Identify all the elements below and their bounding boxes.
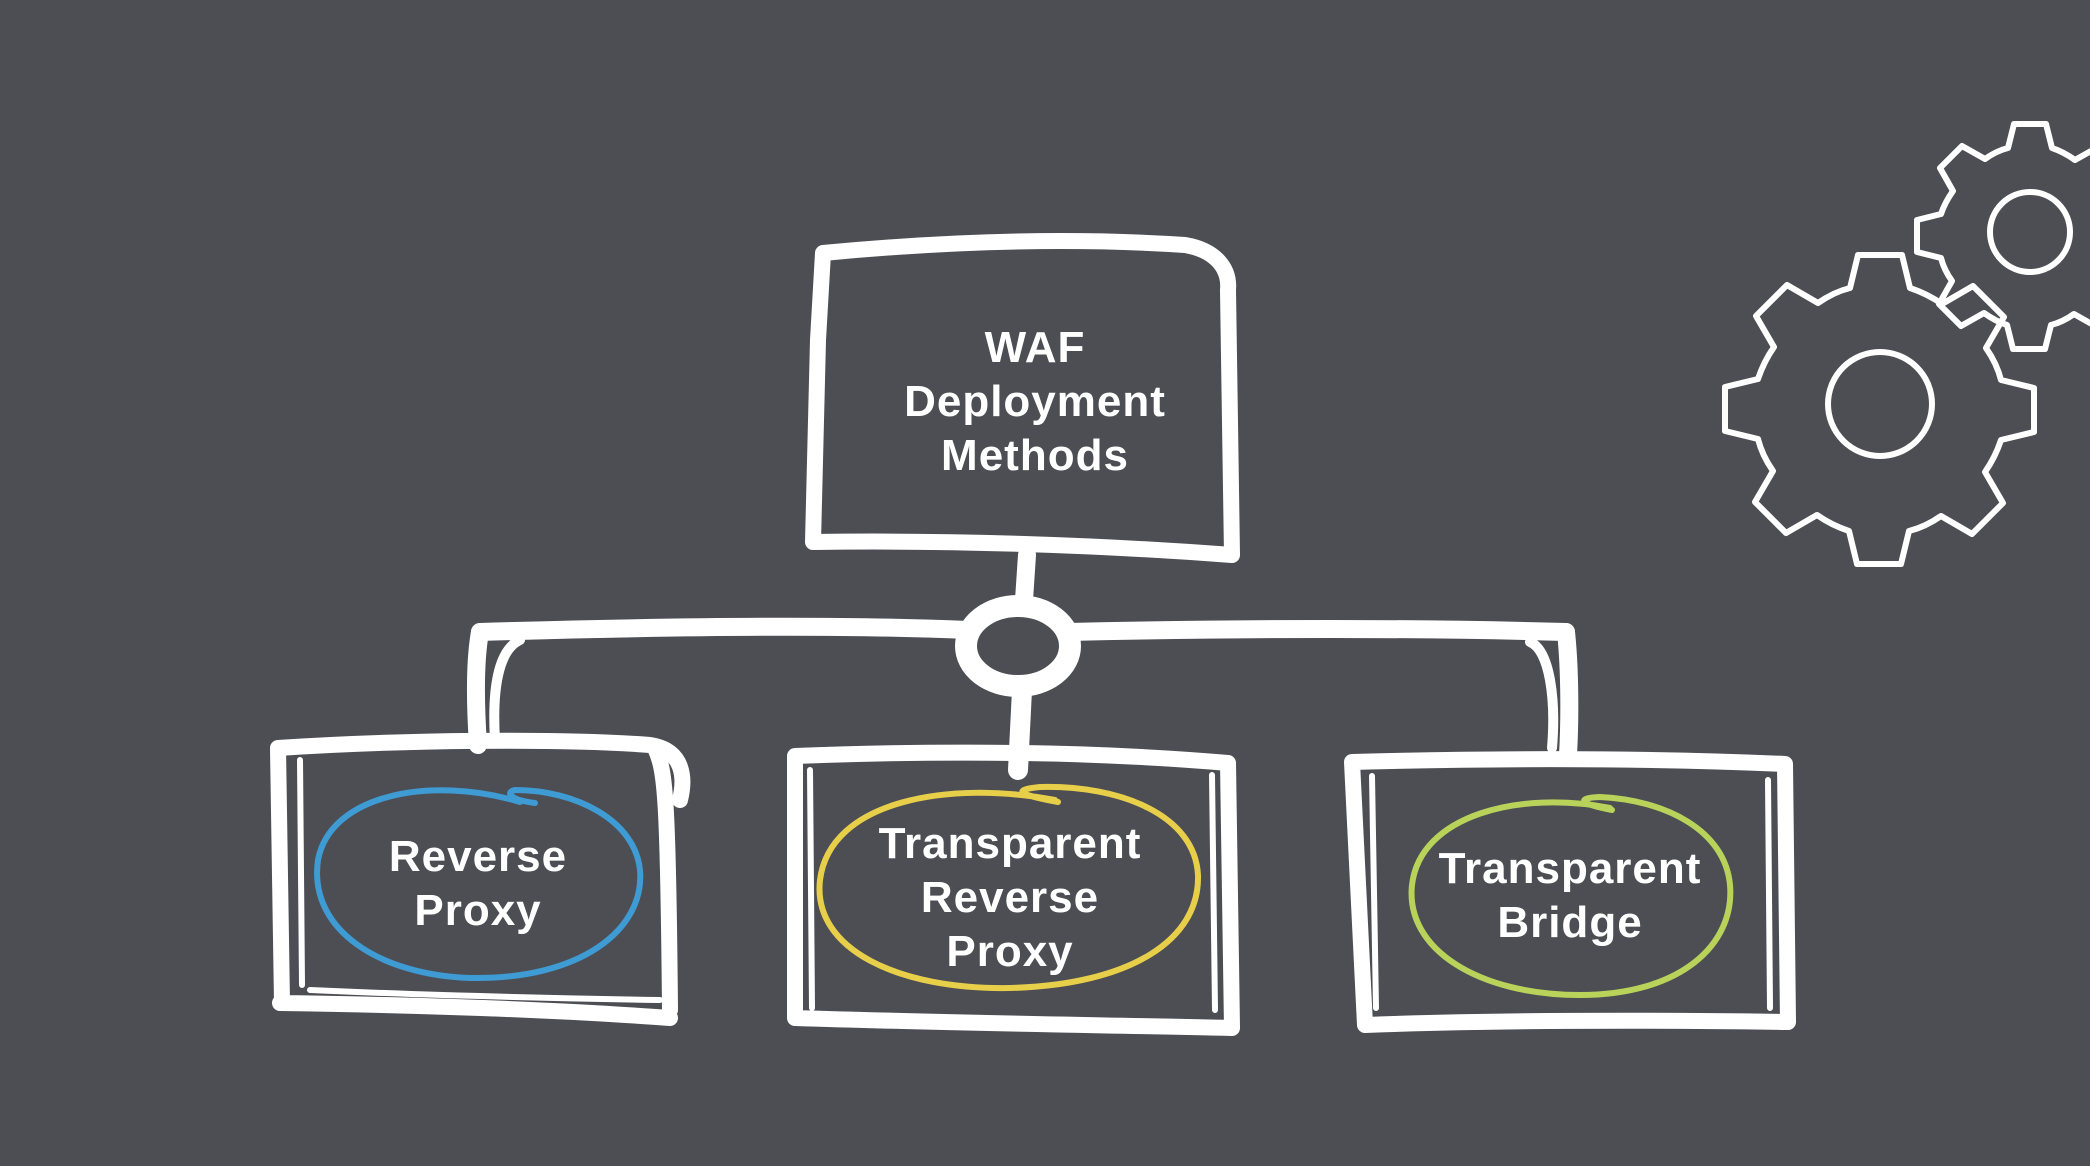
child-box-outline xyxy=(270,732,691,1026)
svg-text:Bridge: Bridge xyxy=(1497,898,1642,947)
child-2-label-line-3: Proxy xyxy=(946,927,1073,976)
root-label-line-2: Deployment xyxy=(904,377,1166,426)
right-branch-down-line xyxy=(1557,623,1579,764)
right-branch-curve xyxy=(1525,637,1559,753)
child-node-reverse-proxy: Reverse Proxy xyxy=(270,732,691,1026)
gears-decoration xyxy=(1722,121,2090,567)
highlight-ring xyxy=(1408,793,1734,999)
svg-text:Reverse: Reverse xyxy=(389,832,567,881)
svg-text:Proxy: Proxy xyxy=(414,886,541,935)
svg-text:Deployment: Deployment xyxy=(904,377,1166,426)
root-to-junction-line xyxy=(1015,546,1036,609)
root-box-outline xyxy=(805,233,1240,563)
svg-text:Proxy: Proxy xyxy=(946,927,1073,976)
connectors xyxy=(466,546,1579,780)
child-node-transparent-reverse-proxy: Transparent Reverse Proxy xyxy=(787,744,1240,1036)
child-node-transparent-bridge: Transparent Bridge xyxy=(1344,751,1796,1033)
child-1-label-line-1: Reverse xyxy=(389,832,567,881)
junction-circle xyxy=(955,595,1081,697)
child-3-label-line-2: Bridge xyxy=(1497,898,1642,947)
svg-text:Methods: Methods xyxy=(941,431,1129,480)
root-node: WAF Deployment Methods xyxy=(805,233,1240,563)
svg-text:Reverse: Reverse xyxy=(921,873,1099,922)
gear-icon xyxy=(1722,252,2037,567)
child-1-label-line-2: Proxy xyxy=(414,886,541,935)
left-branch-down-line xyxy=(466,623,489,754)
horizontal-branch-line xyxy=(471,617,1575,641)
left-branch-curve xyxy=(489,635,525,745)
child-box-outline xyxy=(1344,751,1796,1033)
child-2-label-line-1: Transparent xyxy=(879,819,1142,868)
child-2-label-line-2: Reverse xyxy=(921,873,1099,922)
child-box-inner-line xyxy=(297,757,663,1003)
svg-text:WAF: WAF xyxy=(985,323,1086,372)
child-box-outline xyxy=(787,744,1240,1036)
highlight-ring xyxy=(816,783,1202,992)
child-box-inner-line xyxy=(807,767,1218,1013)
svg-text:Transparent: Transparent xyxy=(879,819,1142,868)
child-box-inner-line xyxy=(1369,773,1773,1011)
child-3-label-line-1: Transparent xyxy=(1439,844,1702,893)
svg-text:Transparent: Transparent xyxy=(1439,844,1702,893)
gear-icon xyxy=(1914,121,2090,352)
highlight-ring xyxy=(314,786,644,982)
root-label-line-3: Methods xyxy=(941,431,1129,480)
root-label-line-1: WAF xyxy=(985,323,1086,372)
